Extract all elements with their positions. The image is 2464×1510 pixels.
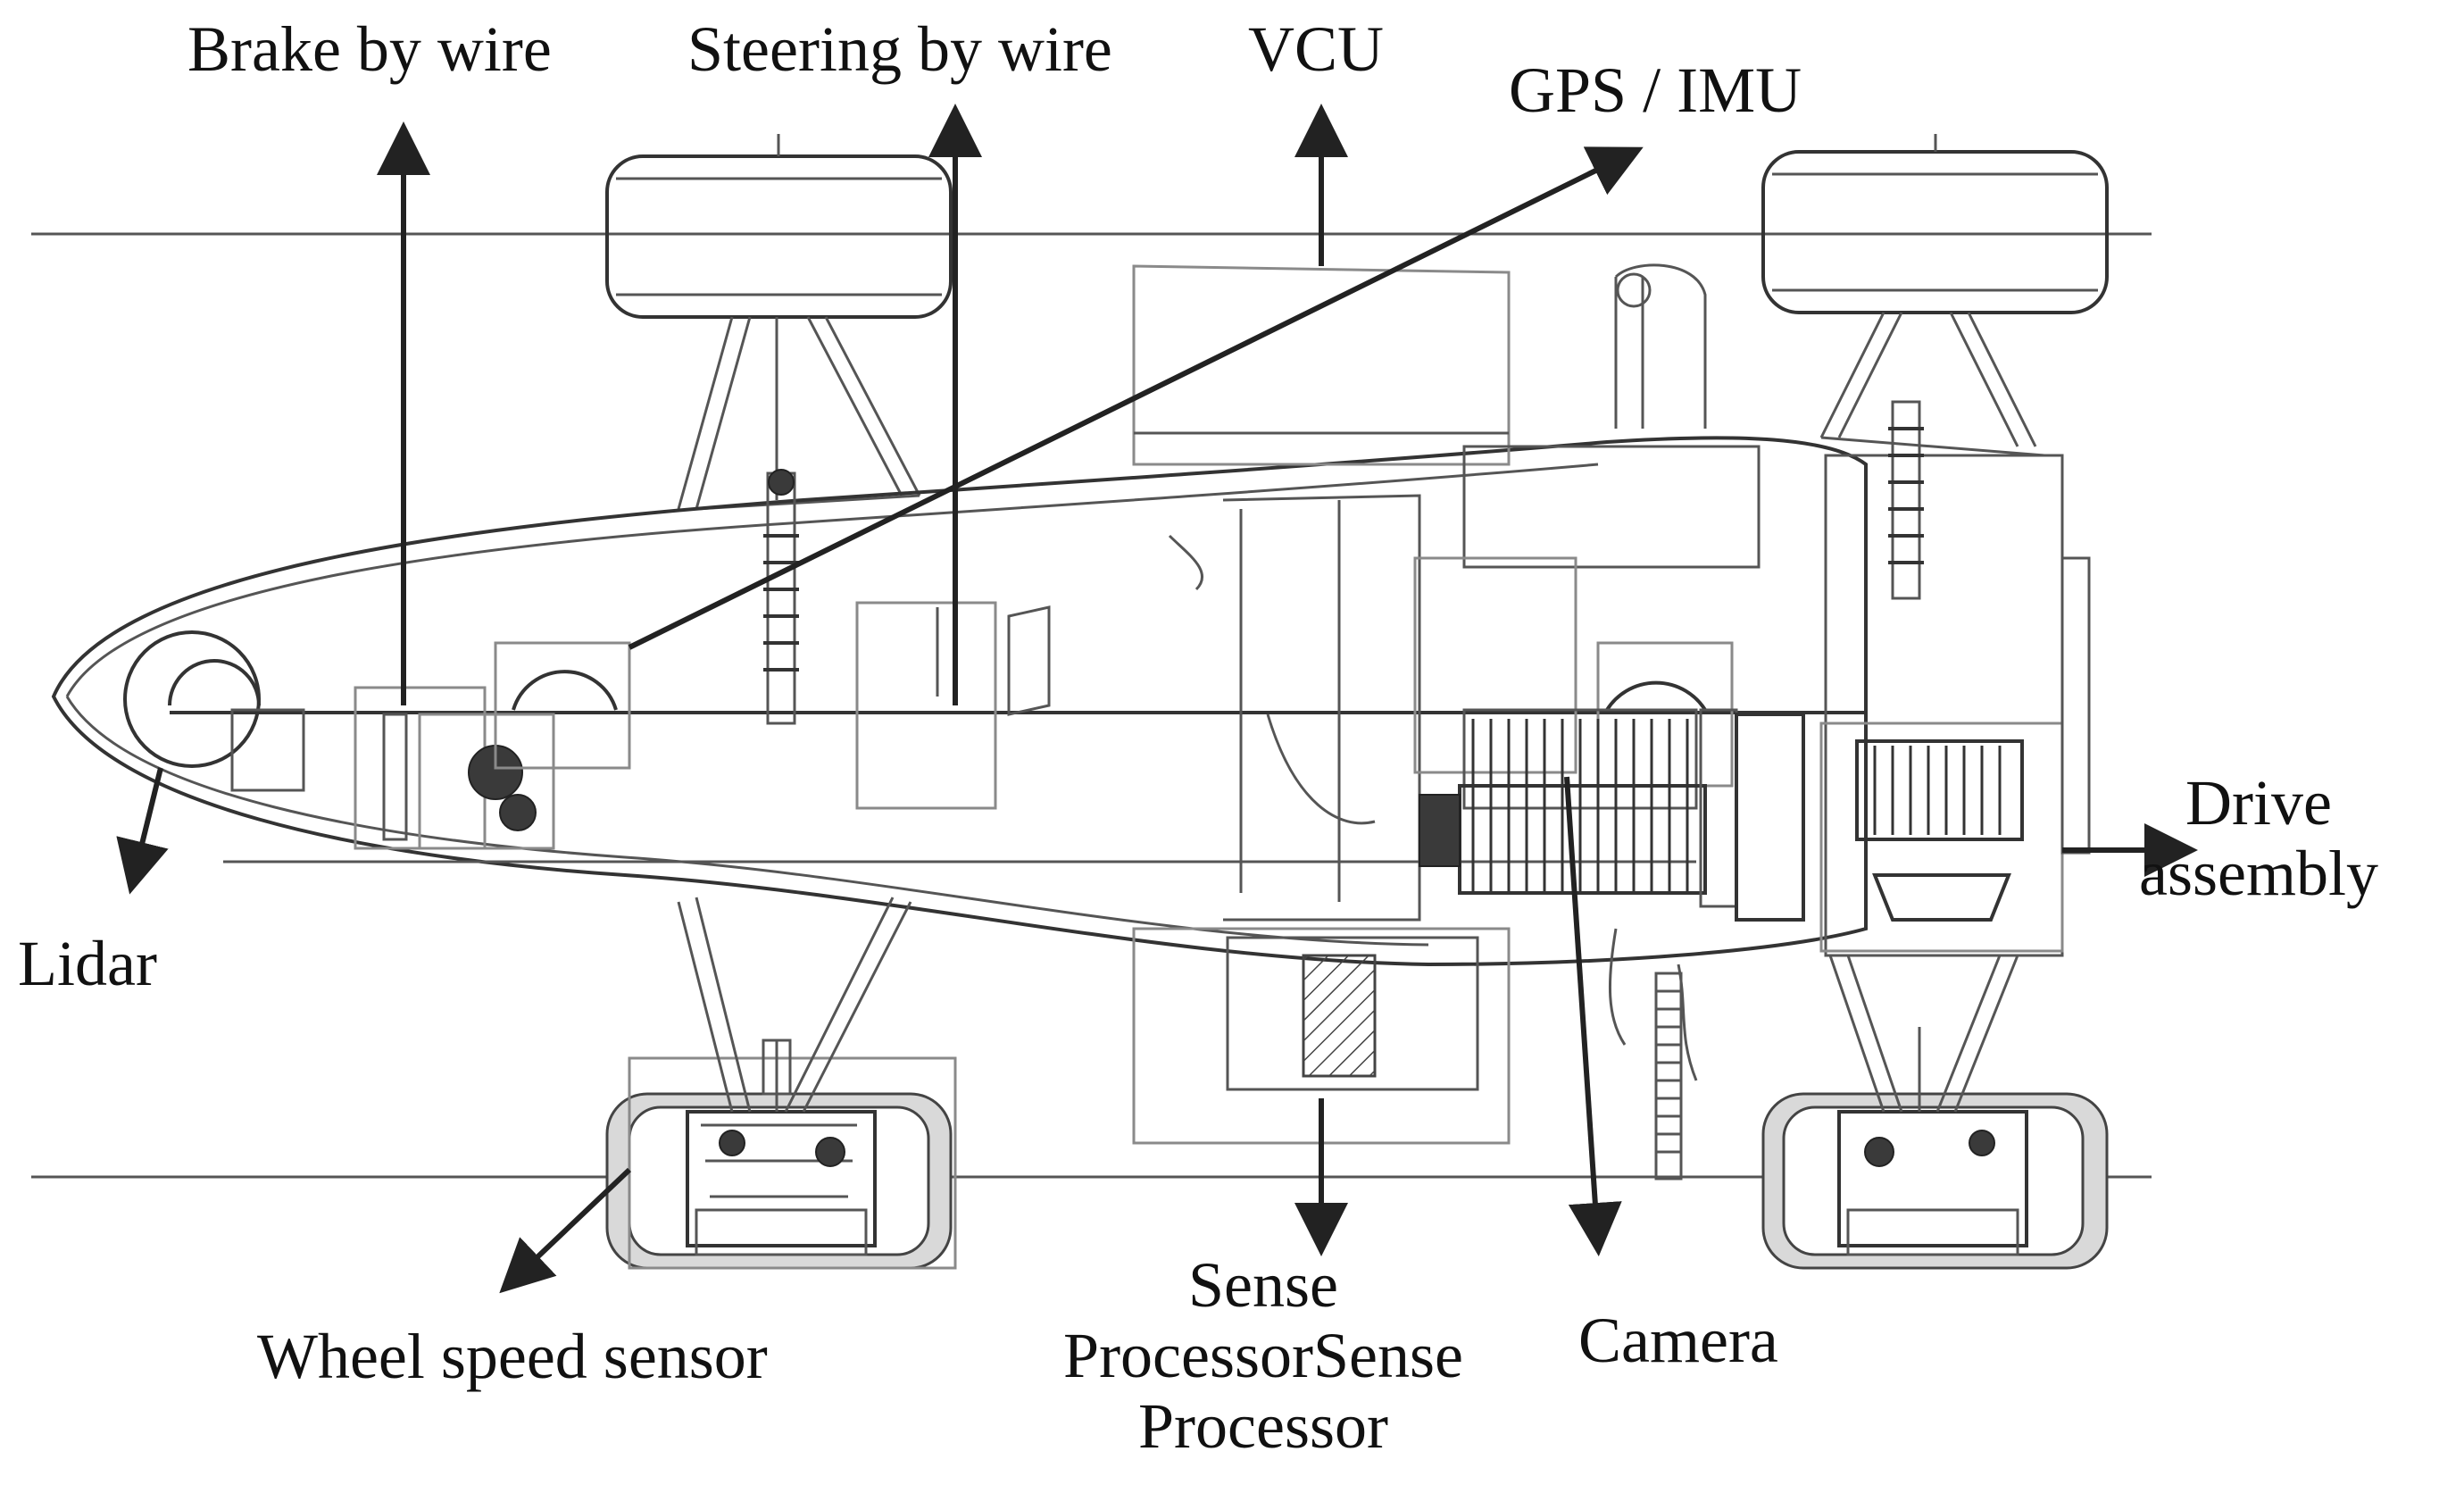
label-brake-by-wire: Brake by wire <box>187 13 552 85</box>
wheel-bottom-left <box>605 1056 957 1270</box>
cooling-fins <box>1608 928 1698 1180</box>
suspension-rear-top <box>1819 312 2045 457</box>
label-vcu: VCU <box>1248 13 1385 85</box>
vcu-panel <box>1132 264 1511 466</box>
arrow-wheel-speed <box>499 1167 632 1294</box>
label-drive-line2: assembly <box>2139 838 2378 910</box>
callout-arrows <box>116 104 2198 1294</box>
gps-box <box>494 641 631 770</box>
label-sense-line2: ProcessorSense <box>1063 1320 1463 1392</box>
tire-top-right <box>1761 134 2109 314</box>
label-lidar: Lidar <box>18 928 157 999</box>
label-drive-line1: Drive <box>2185 767 2332 838</box>
label-sense-line1: Sense <box>1188 1249 1338 1321</box>
label-sense-line3: Processor <box>1138 1390 1388 1463</box>
label-drive-assembly: Drive assembly <box>2080 767 2437 910</box>
suspension-front-bottom <box>677 897 912 1113</box>
suspension-rear-bottom <box>1828 955 2019 1113</box>
label-gps-imu: GPS / IMU <box>1509 54 1802 126</box>
arrow-camera <box>1564 776 1622 1256</box>
mid-frame <box>1168 494 1421 922</box>
arrow-gps <box>628 146 1644 650</box>
label-steering-by-wire: Steering by wire <box>687 13 1112 85</box>
tire-top-left <box>605 134 953 319</box>
brake-module <box>354 686 555 850</box>
suspension-front-top <box>677 316 921 511</box>
drive-assembly-unit <box>1819 400 2091 957</box>
label-camera: Camera <box>1578 1305 1778 1376</box>
roll-hoop <box>1614 263 1707 429</box>
arrow-lidar <box>116 767 169 895</box>
wheel-bottom-right <box>1761 1092 2109 1270</box>
vehicle-body <box>51 436 1868 967</box>
label-sense-processor: Sense ProcessorSense Processor <box>995 1249 1531 1463</box>
front-damper <box>763 469 799 725</box>
electronics-rack <box>1413 445 1805 922</box>
label-wheel-speed-sensor: Wheel speed sensor <box>257 1321 768 1392</box>
lidar-unit <box>123 630 305 792</box>
